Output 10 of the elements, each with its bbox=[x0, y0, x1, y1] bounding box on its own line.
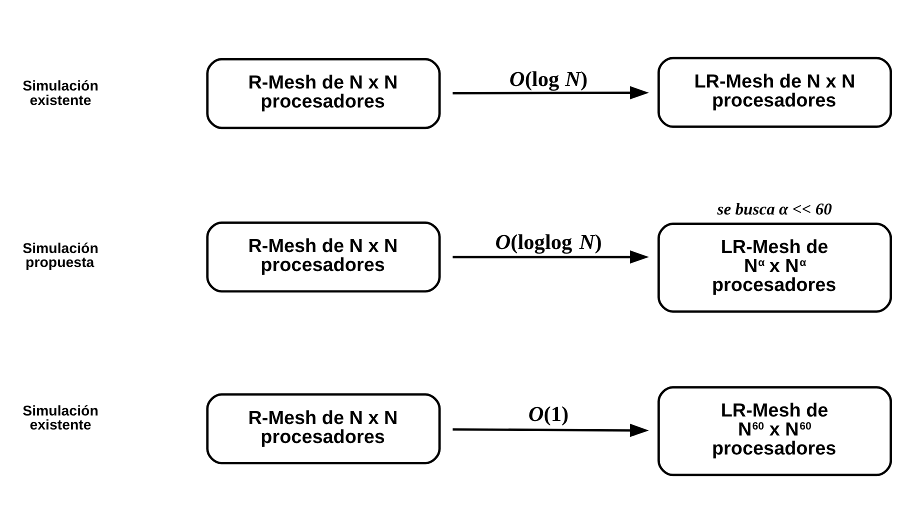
arrow bbox=[452, 250, 649, 264]
label: Simulación existente bbox=[22, 402, 98, 433]
node-label: se busca α << 60 bbox=[717, 199, 832, 218]
arrow bbox=[452, 86, 649, 99]
edge-label: O(1) bbox=[528, 401, 569, 426]
label: Simulación existente bbox=[22, 78, 98, 108]
arrow bbox=[452, 423, 649, 437]
edge-label: O(log N) bbox=[509, 66, 588, 90]
label: Simulación propuesta bbox=[22, 240, 98, 271]
edge-label: O(loglog N) bbox=[495, 230, 602, 254]
